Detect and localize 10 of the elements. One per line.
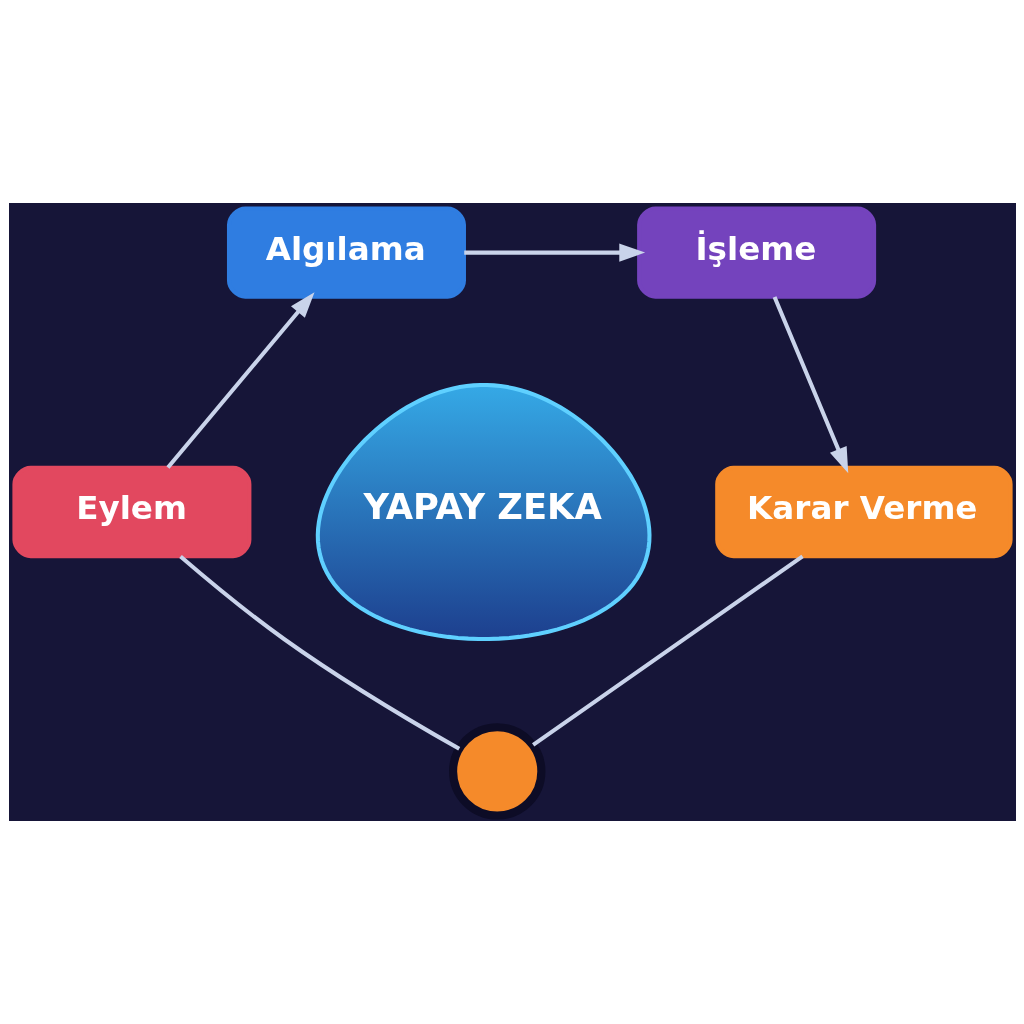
arrow: [463, 243, 645, 262]
arrow: [772, 296, 848, 474]
connector: [531, 554, 804, 747]
connector: [178, 554, 460, 751]
node-box: Eylem: [11, 465, 251, 559]
node-box: İşleme: [636, 206, 876, 299]
node-box: Karar Verme: [714, 465, 1013, 559]
node-box: Algılama: [226, 206, 466, 299]
node-circle: [448, 723, 545, 820]
arrow: [165, 292, 314, 469]
